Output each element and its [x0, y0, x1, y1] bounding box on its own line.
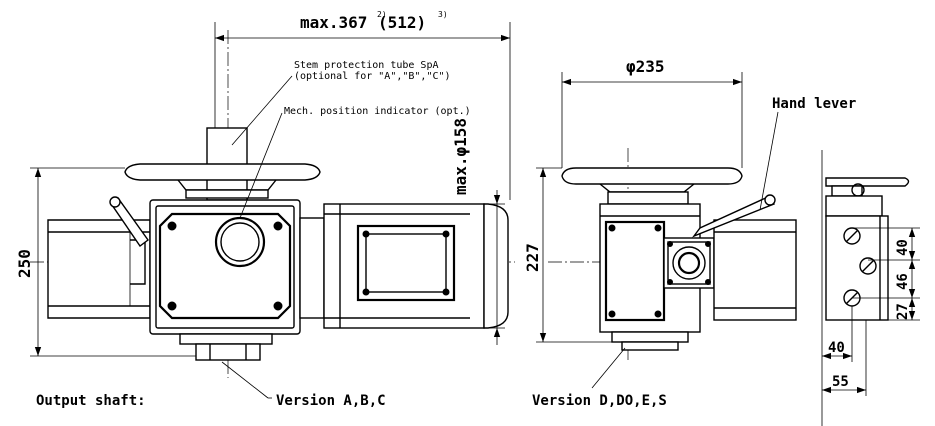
dim-max-length: max.367 2) (512) 3): [214, 10, 511, 200]
height-right-label: 227: [523, 243, 542, 272]
max-length-alt: (512): [378, 13, 426, 32]
height-left-label: 250: [15, 249, 34, 278]
detail-view: 40 46 27 40 55: [821, 150, 920, 426]
housing-side: [713, 219, 797, 321]
dim-height-left: 250: [15, 167, 196, 357]
gearbox-side: [599, 203, 715, 333]
d46: 46: [895, 273, 911, 290]
d27: 27: [895, 303, 911, 320]
max-diameter-label: max.φ158: [451, 118, 470, 195]
version-d-label: Version D,DO,E,S: [532, 393, 667, 409]
stem-label-line2: (optional for "A","B","C"): [294, 71, 451, 82]
gearbox-body: [149, 199, 301, 335]
d40-horizontal: 40: [828, 340, 845, 356]
dim-horizontal-stack: 40 55: [822, 306, 867, 396]
hand-lever-front: [109, 196, 149, 247]
front-view: max.367 2) (512) 3) max.φ158 250 Stem pr…: [15, 10, 515, 409]
motor: [299, 203, 509, 329]
left-housing: [47, 219, 151, 319]
handwheel-side: [561, 167, 743, 205]
stem-label-line1: Stem protection tube SpA: [294, 60, 439, 71]
diameter-top-label: φ235: [626, 57, 665, 76]
max-length-label: max.367: [300, 13, 367, 32]
max-length-note: 2): [377, 10, 387, 19]
version-abc-label: Version A,B,C: [276, 393, 386, 409]
dim-vertical-stack: 40 46 27: [826, 227, 920, 321]
dim-height-right: 227: [523, 167, 612, 343]
dim-diameter-top: φ235: [561, 57, 743, 168]
side-view: φ235 227 Hand lever Version D,DO,E,S: [523, 57, 856, 409]
output-shaft-label: Output shaft:: [36, 393, 146, 409]
d55: 55: [832, 374, 849, 390]
hand-lever-label: Hand lever: [772, 96, 856, 112]
indicator-label: Mech. position indicator (opt.): [284, 106, 471, 117]
output-base: [179, 333, 273, 361]
max-length-alt-note: 3): [438, 10, 448, 19]
d40-vertical: 40: [895, 239, 911, 256]
hand-lever-side: [691, 194, 776, 238]
handwheel: [124, 163, 321, 199]
dim-max-diameter: max.φ158: [451, 118, 505, 345]
